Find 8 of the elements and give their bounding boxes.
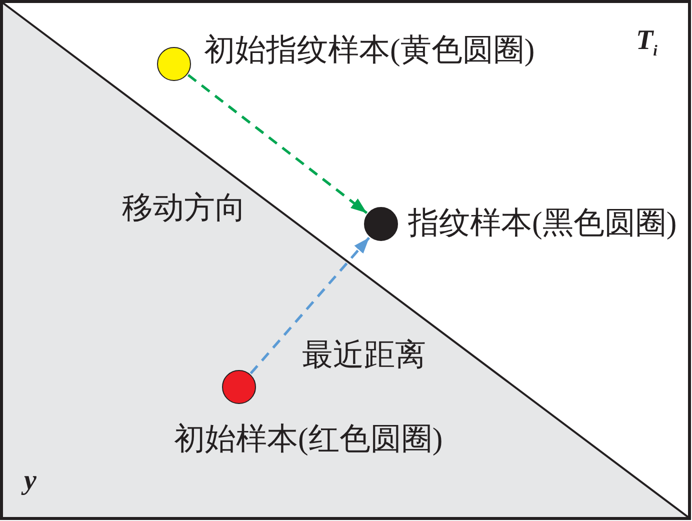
circle-label: 指纹样本(黑色圆圈) — [408, 205, 677, 241]
circle-label: 初始指纹样本(黄色圆圈) — [204, 32, 535, 68]
region-label: T$_{i}$ — [636, 26, 658, 61]
arrow — [250, 236, 370, 374]
circle-marker — [157, 47, 191, 81]
arrow — [187, 74, 368, 214]
circle-marker — [364, 207, 398, 241]
circle-label: 初始样本(红色圆圈) — [174, 421, 443, 457]
